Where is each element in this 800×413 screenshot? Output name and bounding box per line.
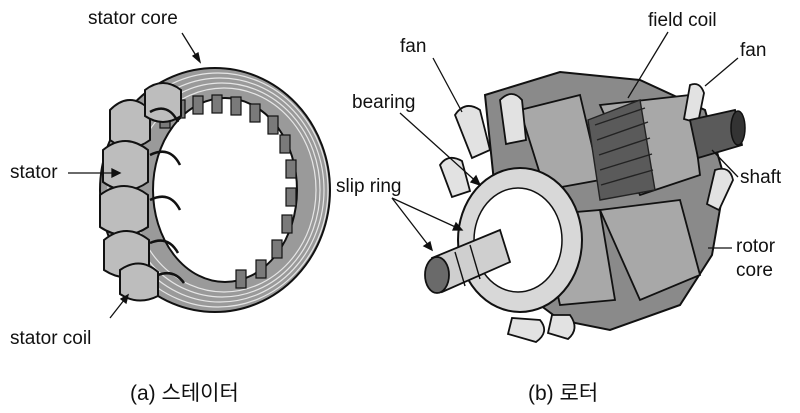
field-coil-windings <box>587 99 656 201</box>
rotor-shaft <box>688 108 746 160</box>
caption-stator: (a) 스테이터 <box>130 382 239 405</box>
slip-ring <box>424 228 512 294</box>
caption-rotor: (b) 로터 <box>528 382 599 405</box>
label-stator-core: stator core <box>88 8 178 29</box>
label-slip-ring: slip ring <box>336 176 402 197</box>
label-field-coil: field coil <box>648 10 717 31</box>
label-fan-left: fan <box>400 36 427 57</box>
stator-bore <box>152 97 298 283</box>
label-fan-right: fan <box>740 40 767 61</box>
rotor-leaders <box>391 31 739 252</box>
label-rotor-core-line2: core <box>736 260 773 281</box>
stator-coil-loops <box>149 107 186 284</box>
stator-illustration <box>99 67 331 313</box>
label-shaft: shaft <box>740 167 782 188</box>
stator-leaders <box>68 32 202 319</box>
label-stator: stator <box>10 162 58 183</box>
rotor-fan-blades <box>438 83 734 343</box>
label-rotor-core-line1: rotor <box>736 236 776 257</box>
label-bearing: bearing <box>352 92 416 113</box>
label-stator-coil: stator coil <box>10 328 92 349</box>
rotor-illustration <box>424 70 746 343</box>
